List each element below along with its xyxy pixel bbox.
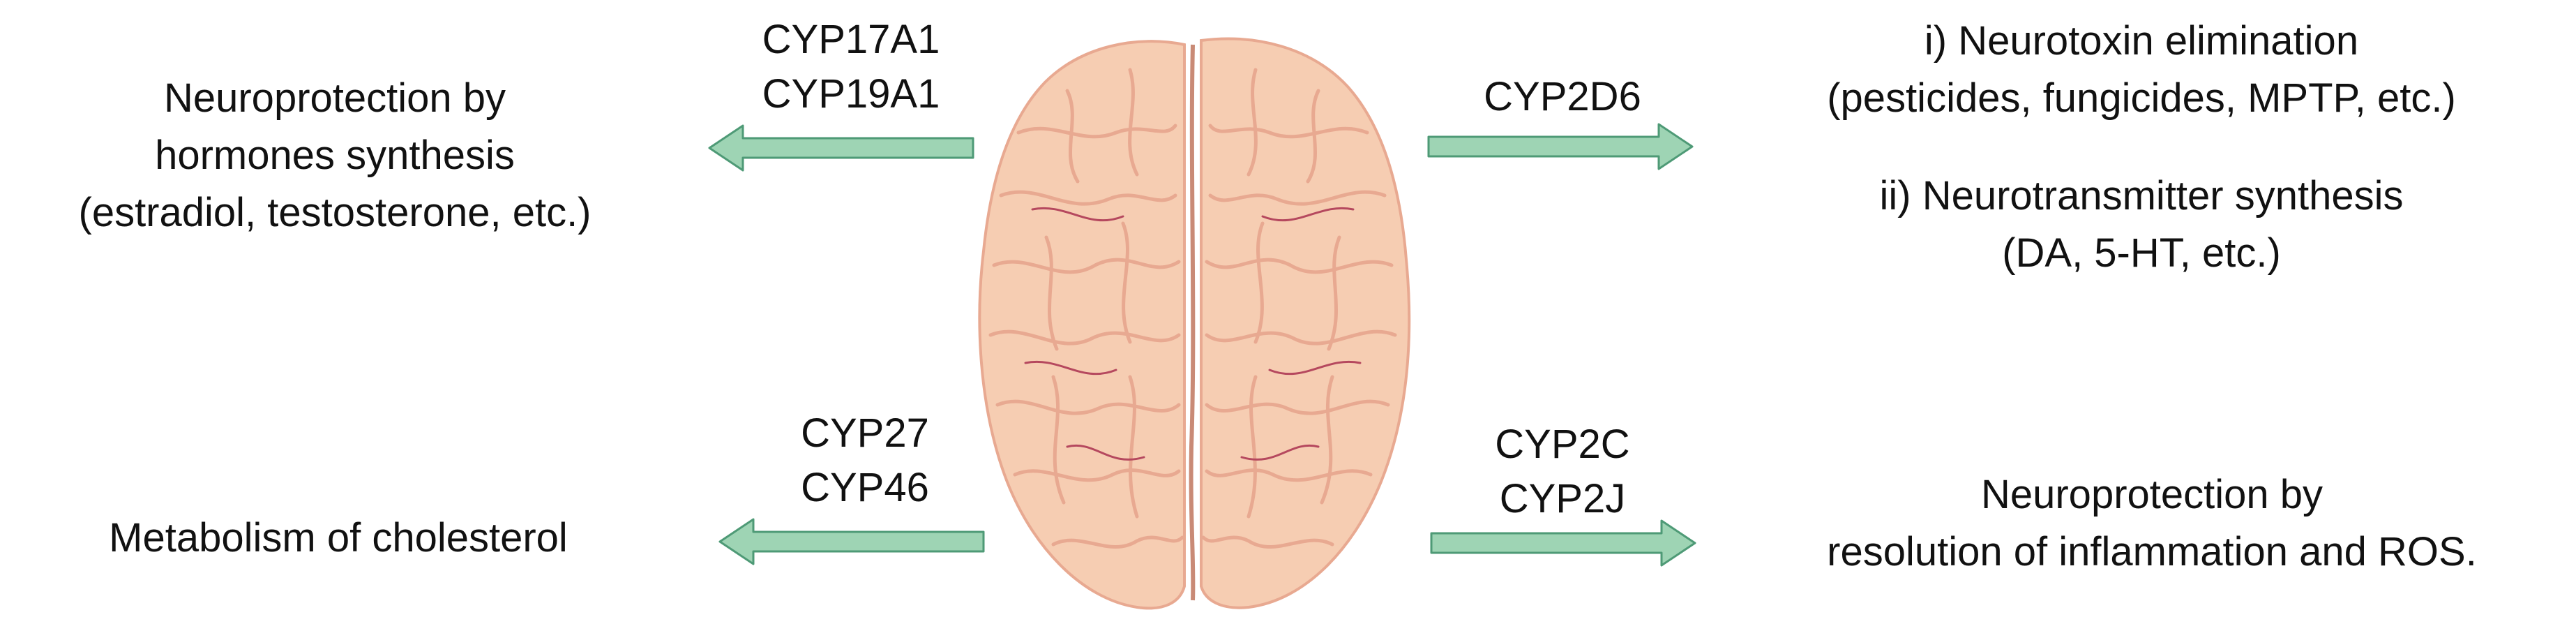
hormone-synthesis-line-1: Neuroprotection by (163, 75, 506, 121)
arrow-top-right (1427, 123, 1694, 170)
cholesterol-metabolism-text: Metabolism of cholesterol (28, 510, 649, 567)
inflammation-resolution-text: Neuroprotection by resolution of inflamm… (1737, 466, 2567, 581)
bottom-right-enzymes: CYP2C CYP2J (1430, 417, 1695, 526)
brain-folds (988, 68, 1397, 549)
neurotoxin-elimination-line-2: (pesticides, fungicides, MPTP, etc.) (1827, 75, 2456, 121)
hormone-synthesis-text: Neuroprotection by hormones synthesis (e… (14, 70, 656, 242)
top-left-enzymes: CYP17A1 CYP19A1 (711, 13, 991, 121)
enzyme-cyp27: CYP27 (801, 410, 929, 456)
arrow-bottom-left-shape (718, 518, 985, 565)
arrow-bottom-right-shape (1430, 519, 1696, 567)
right-hemisphere (1200, 37, 1411, 609)
enzyme-cyp2c: CYP2C (1495, 422, 1630, 467)
arrow-top-left (708, 124, 974, 172)
top-right-enzymes: CYP2D6 (1423, 70, 1702, 124)
brain-vessels (1024, 207, 1362, 461)
left-hemisphere (978, 40, 1186, 610)
neurotoxin-elimination-line-1: i) Neurotoxin elimination (1924, 18, 2359, 64)
neurotoxin-elimination-text: i) Neurotoxin elimination (pesticides, f… (1730, 13, 2553, 127)
arrow-bottom-left (718, 518, 985, 565)
enzyme-cyp2j: CYP2J (1499, 476, 1626, 521)
brain-illustration (978, 37, 1411, 610)
enzyme-cyp46: CYP46 (801, 465, 929, 510)
arrow-top-left-shape (708, 124, 974, 172)
neurotransmitter-synthesis-line-2: (DA, 5-HT, etc.) (2002, 230, 2281, 276)
enzyme-cyp2d6: CYP2D6 (1484, 74, 1641, 119)
neurotransmitter-synthesis-text: ii) Neurotransmitter synthesis (DA, 5-HT… (1730, 168, 2553, 282)
cholesterol-metabolism-line: Metabolism of cholesterol (109, 515, 568, 560)
hormone-synthesis-line-3: (estradiol, testosterone, etc.) (78, 190, 592, 235)
neurotransmitter-synthesis-line-1: ii) Neurotransmitter synthesis (1879, 173, 2404, 218)
arrow-bottom-right (1430, 519, 1696, 567)
inflammation-resolution-line-1: Neuroprotection by (1980, 472, 2323, 517)
inflammation-resolution-line-2: resolution of inflammation and ROS. (1827, 529, 2477, 574)
bottom-left-enzymes: CYP27 CYP46 (739, 406, 991, 515)
hormone-synthesis-line-2: hormones synthesis (155, 133, 515, 178)
enzyme-cyp17a1: CYP17A1 (762, 17, 940, 62)
enzyme-cyp19a1: CYP19A1 (762, 71, 940, 117)
arrow-top-right-shape (1427, 123, 1694, 170)
longitudinal-fissure (1189, 44, 1196, 601)
